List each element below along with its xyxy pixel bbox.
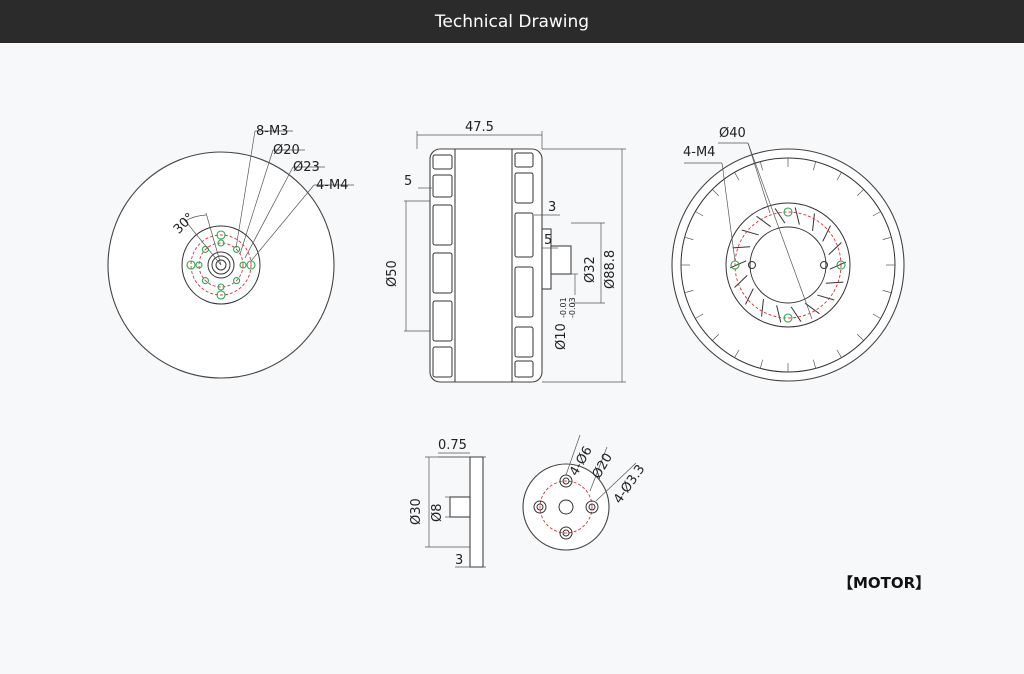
adapter-bolt-circle: [539, 480, 593, 534]
rear-outer-circle: [671, 148, 905, 382]
front-d20-label: Ø20: [273, 143, 300, 158]
rear-fin: [684, 290, 694, 294]
side-d32-label: Ø32: [583, 256, 598, 283]
side-d888-label: Ø88.8: [603, 250, 618, 289]
rear-bolt-circle: [734, 211, 842, 319]
rear-spoke: [822, 225, 831, 242]
rear-spokes: [729, 207, 847, 323]
rear-fin: [759, 359, 763, 369]
front-m4-label: 4-M4: [316, 178, 348, 193]
adapter-side-view: 0.75 Ø30 Ø8 3: [409, 438, 486, 568]
side-d50-label: Ø50: [385, 260, 400, 287]
front-view: 8-M3 Ø20 Ø23 4-M4 30°: [107, 124, 354, 379]
rear-spoke: [828, 242, 842, 256]
side-width-label: 47.5: [465, 120, 494, 135]
side-d10-label: Ø10: [554, 323, 569, 350]
rear-fin: [882, 290, 892, 294]
side-tol-bot-label: -0.03: [568, 297, 577, 318]
rear-fins: [681, 158, 895, 372]
front-m3-label: 8-M3: [256, 124, 288, 139]
side-shaft: [550, 245, 572, 275]
adapter-front-view: 4-Ø6 Ø20 4-Ø3.3: [522, 434, 648, 551]
side-view: 47.5 5 3 5 Ø50 Ø32 Ø88.8 Ø10 -0.01 -0.03: [385, 120, 626, 383]
rear-fin: [734, 172, 740, 181]
front-shaft: [215, 259, 227, 271]
rear-spoke: [790, 306, 802, 322]
rear-fin: [836, 349, 842, 358]
rear-fin: [759, 161, 763, 171]
rear-spoke: [804, 302, 820, 315]
side-five-b-label: 5: [544, 233, 552, 248]
rear-fin: [836, 172, 842, 181]
rear-spoke: [745, 288, 754, 305]
front-m3-holes: [195, 239, 247, 291]
rear-fin: [882, 236, 892, 240]
rear-stator-inner: [749, 226, 827, 304]
motor-tag: 【MOTOR】: [838, 574, 931, 592]
rear-spoke: [729, 260, 747, 269]
side-right-slots: [514, 152, 534, 378]
adapter-d30-label: Ø30: [409, 498, 424, 525]
rear-spoke: [774, 208, 786, 224]
adapter-thickness-label: 0.75: [438, 438, 467, 453]
adapter-d20-label: Ø20: [590, 451, 616, 482]
rear-fin: [813, 359, 817, 369]
rear-fin: [813, 161, 817, 171]
front-d23-label: Ø23: [293, 160, 320, 175]
rear-spoke: [794, 207, 800, 225]
rear-spoke: [817, 294, 835, 301]
rear-fin: [857, 334, 864, 341]
rear-m4-holes: [730, 207, 846, 323]
rear-spoke: [741, 229, 759, 236]
front-inner-ring: [207, 251, 235, 279]
rear-spoke: [812, 213, 815, 231]
rear-fin: [712, 189, 719, 196]
technical-drawing: 8-M3 Ø20 Ø23 4-M4 30°: [107, 120, 905, 568]
page-title: Technical Drawing: [434, 11, 590, 32]
rear-fin: [872, 211, 881, 217]
front-shaft-ring: [211, 255, 231, 275]
rear-fin: [684, 236, 694, 240]
title-bar: Technical Drawing: [0, 0, 1024, 43]
front-bolt-circle-m3: [198, 242, 244, 288]
rear-d40-label: Ø40: [719, 126, 746, 141]
rear-fin: [712, 334, 719, 341]
adapter-three-label: 3: [455, 553, 463, 568]
side-tol-top-label: -0.01: [559, 297, 568, 318]
adapter-plate: [469, 456, 484, 568]
rear-stator-outer: [725, 202, 851, 328]
rear-spoke: [761, 299, 764, 317]
drawing-canvas: 8-M3 Ø20 Ø23 4-M4 30°: [0, 43, 1024, 669]
rear-view: Ø40 4-M4: [671, 126, 905, 382]
adapter-d8-label: Ø8: [430, 503, 445, 522]
rear-fin: [734, 349, 740, 358]
rear-spoke: [825, 281, 844, 284]
side-five-a-label: 5: [404, 174, 412, 189]
side-three-label: 3: [548, 200, 556, 215]
rear-spoke: [734, 274, 748, 288]
front-hub-circle: [181, 225, 261, 305]
rear-fin: [857, 189, 864, 196]
adapter-stub: [449, 496, 471, 518]
side-left-slots: [432, 154, 453, 378]
rear-spoke: [776, 305, 782, 323]
adapter-disc: [522, 463, 610, 551]
rear-spoke: [829, 261, 847, 270]
rear-spoke: [756, 215, 772, 228]
rear-fin: [872, 313, 881, 319]
rear-spoke: [732, 246, 751, 249]
adapter-center-hole: [558, 499, 574, 515]
front-bolt-circle-m4: [190, 234, 252, 296]
rear-fin: [695, 313, 704, 319]
rear-fin: [695, 211, 704, 217]
rear-m4-label: 4-M4: [683, 145, 715, 160]
